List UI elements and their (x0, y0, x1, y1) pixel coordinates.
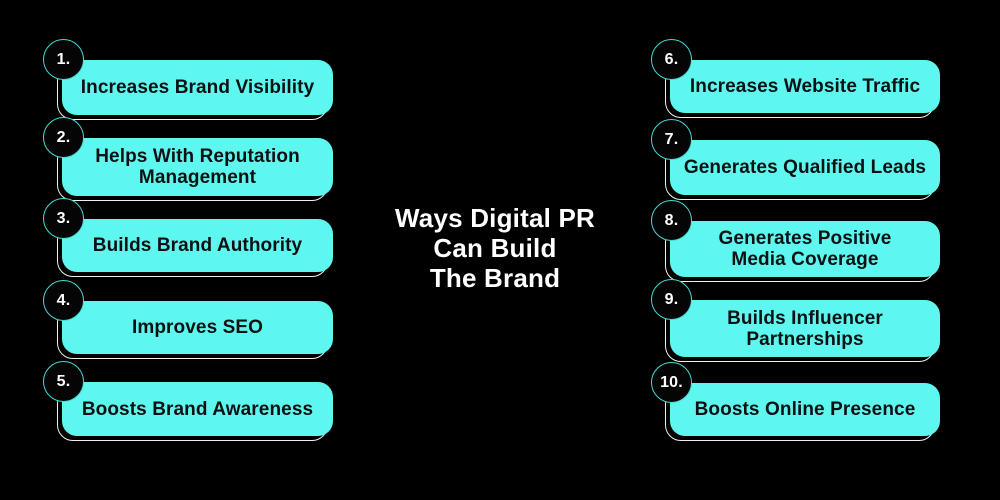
list-item: Generates Positive Media Coverage 8. (651, 200, 940, 282)
card-label: Helps With Reputation Management (95, 146, 300, 188)
badge-number: 1. (56, 50, 71, 68)
card: Builds Brand Authority (62, 219, 333, 272)
list-item: Helps With Reputation Management 2. (43, 117, 333, 201)
number-badge: 2. (43, 117, 84, 158)
list-item: Builds Influencer Partnerships 9. (651, 279, 940, 362)
number-badge: 5. (43, 361, 84, 402)
badge-number: 6. (664, 50, 679, 68)
badge-number: 7. (664, 130, 679, 148)
title-line-2: Can Build (433, 233, 557, 263)
card: Improves SEO (62, 301, 333, 354)
card-label: Builds Brand Authority (92, 235, 303, 256)
card: Boosts Online Presence (670, 383, 940, 436)
number-badge: 3. (43, 198, 84, 239)
badge-number: 9. (664, 290, 679, 308)
badge-number: 8. (664, 211, 679, 229)
card-label: Builds Influencer Partnerships (727, 307, 883, 350)
card-label: Boosts Online Presence (694, 399, 916, 420)
number-badge: 8. (651, 200, 692, 241)
badge-number: 4. (56, 291, 71, 309)
number-badge: 1. (43, 39, 84, 80)
badge-number: 2. (56, 128, 71, 146)
card: Boosts Brand Awareness (62, 382, 333, 436)
card: Generates Positive Media Coverage (670, 221, 940, 277)
list-item: Builds Brand Authority 3. (43, 198, 333, 277)
list-item: Boosts Online Presence 10. (651, 362, 940, 441)
title-line-3: The Brand (429, 263, 561, 293)
number-badge: 6. (651, 39, 692, 80)
card-label: Generates Qualified Leads (683, 157, 927, 178)
list-item: Increases Brand Visibility 1. (43, 39, 333, 120)
list-item: Generates Qualified Leads 7. (651, 119, 940, 200)
title-line-1: Ways Digital PR (395, 203, 595, 233)
card: Builds Influencer Partnerships (670, 300, 940, 357)
number-badge: 10. (651, 362, 692, 403)
list-item: Boosts Brand Awareness 5. (43, 361, 333, 441)
list-item: Increases Website Traffic 6. (651, 39, 940, 118)
badge-number: 3. (56, 209, 71, 227)
list-item: Improves SEO 4. (43, 280, 333, 359)
card: Increases Website Traffic (670, 60, 940, 113)
number-badge: 9. (651, 279, 692, 320)
card: Generates Qualified Leads (670, 140, 940, 195)
card-label: Increases Brand Visibility (80, 77, 315, 98)
card-label: Boosts Brand Awareness (81, 398, 314, 420)
number-badge: 4. (43, 280, 84, 321)
card-label: Increases Website Traffic (689, 76, 921, 97)
card-label: Improves SEO (131, 317, 264, 338)
badge-number: 5. (56, 372, 71, 390)
card: Helps With Reputation Management (62, 138, 333, 196)
number-badge: 7. (651, 119, 692, 160)
card: Increases Brand Visibility (62, 60, 333, 115)
card-label: Generates Positive Media Coverage (718, 228, 892, 270)
badge-number: 10. (660, 373, 683, 391)
page-title: Ways Digital PR Can Build The Brand (350, 203, 640, 293)
